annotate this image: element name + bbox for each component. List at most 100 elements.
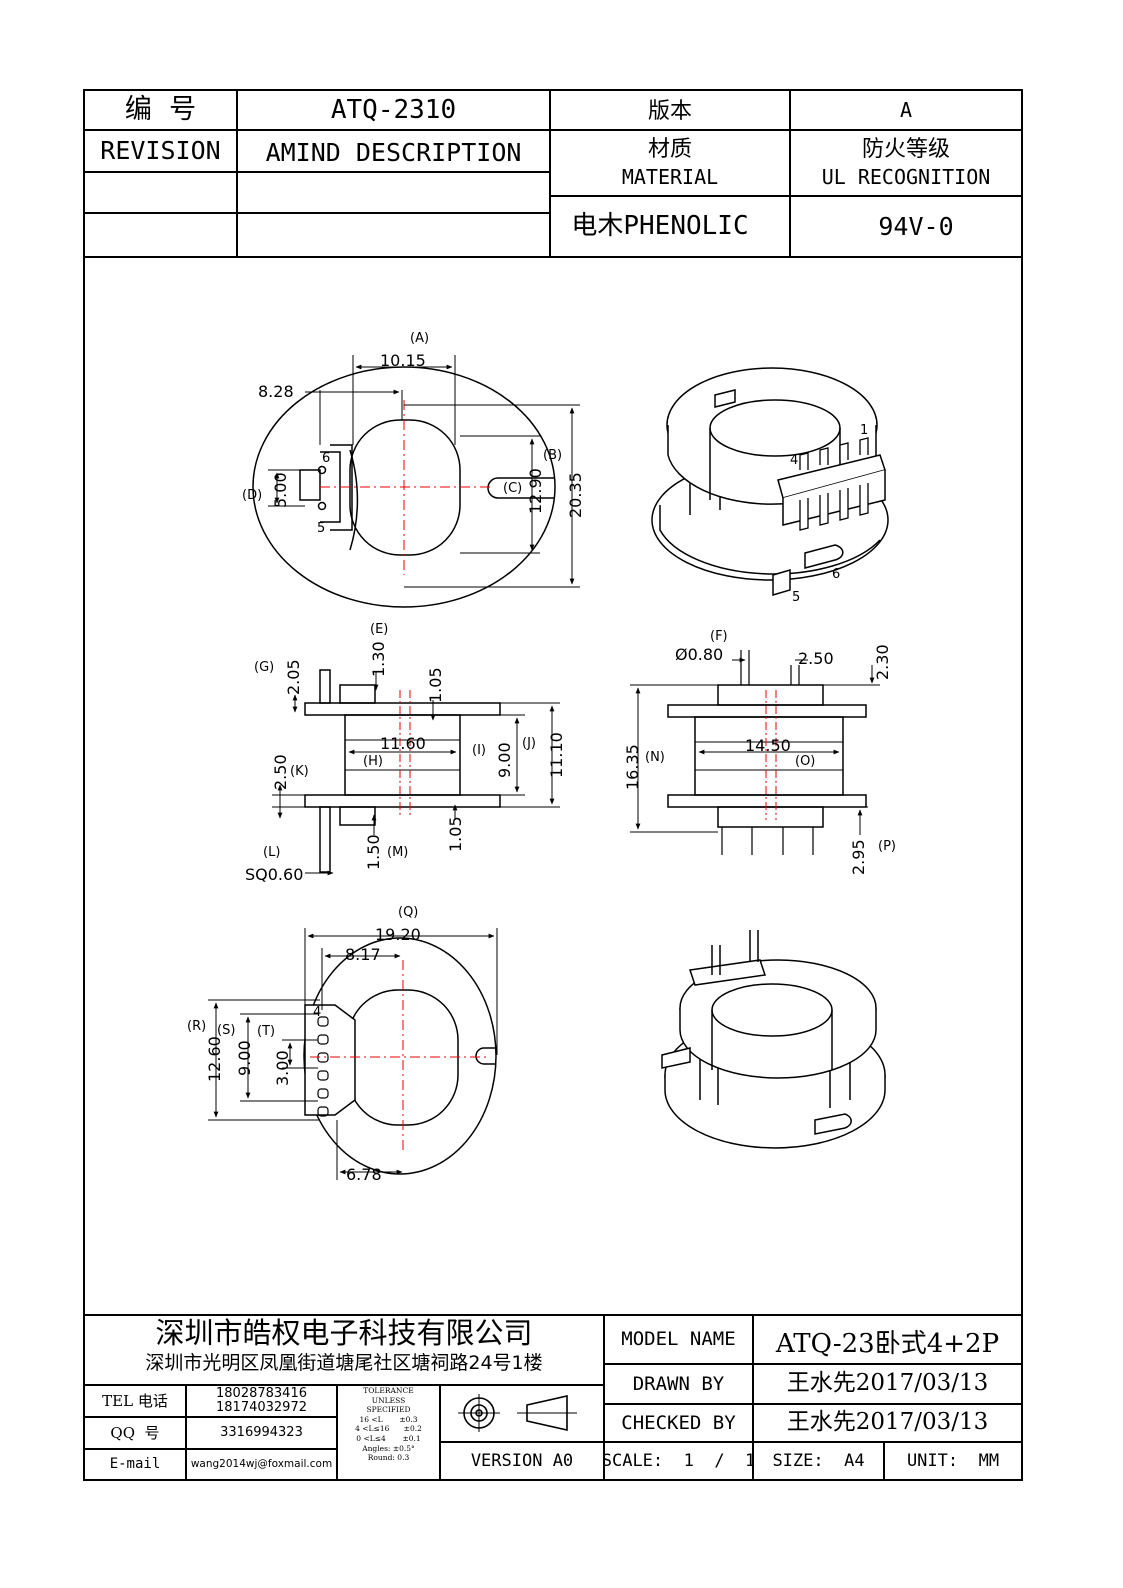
- dim-11-10: 11.10: [547, 732, 566, 778]
- tel-2: 18174032972: [216, 1400, 307, 1415]
- unit-label: UNIT: MM: [906, 1450, 1000, 1471]
- dim-1-50: 1.50: [364, 834, 383, 870]
- dim-5-00: 5.00: [271, 472, 290, 508]
- top-view: [252, 355, 580, 608]
- dim-19-20: 19.20: [375, 925, 421, 944]
- label-i: (I): [472, 743, 486, 758]
- pin-5-top: 5: [317, 521, 325, 536]
- label-a: (A): [410, 331, 429, 346]
- qq-value: 3316994323: [220, 1424, 303, 1440]
- label-d: (D): [242, 488, 262, 503]
- label-h: (H): [363, 754, 383, 769]
- dim-11-60: 11.60: [380, 734, 426, 753]
- dim-16-35: 16.35: [623, 744, 642, 790]
- model-label: MODEL NAME: [621, 1328, 736, 1351]
- tol-line-1: TOLERANCE: [363, 1386, 414, 1395]
- material-value: 电木PHENOLIC: [571, 211, 749, 242]
- label-f: (F): [710, 629, 728, 644]
- dim-2-50-f: 2.50: [798, 649, 834, 668]
- label-l: (L): [263, 845, 280, 860]
- tol-line-6: 0 <L≤4 ±0.1: [356, 1433, 421, 1443]
- tolerance-block: TOLERANCE UNLESS SPECIFIED 16 <L ±0.3 4 …: [337, 1386, 440, 1480]
- label-s: (S): [217, 1023, 235, 1038]
- isometric-view-base: [661, 930, 886, 1149]
- company-name: 深圳市皓权电子科技有限公司: [155, 1316, 533, 1351]
- label-r: (R): [187, 1019, 206, 1034]
- dim-12-90: 12.90: [526, 468, 545, 514]
- front-view: [630, 650, 880, 855]
- dim-8-28: 8.28: [258, 382, 294, 401]
- tol-line-4: 16 <L ±0.3: [359, 1414, 418, 1424]
- label-p: (P): [878, 839, 896, 854]
- label-c: (C): [503, 481, 522, 496]
- label-q: (Q): [398, 905, 418, 920]
- tol-line-3: SPECIFIED: [366, 1405, 411, 1415]
- scale-label: SCALE: 1 / 1: [601, 1450, 756, 1471]
- revision-label: REVISION: [100, 136, 221, 166]
- material-label-en: MATERIAL: [621, 165, 719, 190]
- isometric-view-pins: [651, 367, 889, 597]
- dim-2-30: 2.30: [873, 644, 892, 680]
- tol-line-2: UNLESS: [371, 1395, 406, 1405]
- bottom-view: [208, 928, 498, 1180]
- model-value: ATQ-23卧式4+2P: [775, 1328, 1000, 1359]
- drawn-value: 王水先2017/03/13: [786, 1370, 989, 1397]
- dim-3-00: 3.00: [273, 1050, 292, 1086]
- dim-2-05: 2.05: [284, 659, 303, 695]
- checked-value: 王水先2017/03/13: [786, 1409, 989, 1436]
- label-j: (J): [522, 736, 536, 751]
- amend-label: AMIND DESCRIPTION: [265, 138, 522, 168]
- label-k: (K): [290, 764, 309, 779]
- dim-12-60: 12.60: [205, 1036, 224, 1082]
- fire-label: 防火等级 UL RECOGNITION: [790, 130, 1022, 196]
- fire-value: 94V-0: [878, 211, 954, 241]
- fire-label-cn: 防火等级: [861, 136, 950, 162]
- code-value: ATQ-2310: [330, 94, 457, 125]
- dim-9-00-s: 9.00: [235, 1040, 254, 1076]
- material-label-cn: 材质: [647, 136, 692, 162]
- version-label: 版本: [647, 98, 692, 124]
- iso-pin-4: 4: [790, 453, 798, 468]
- label-o: (O): [795, 754, 815, 769]
- dim-phi-0-80: Ø0.80: [675, 645, 723, 664]
- dim-20-35: 20.35: [566, 472, 585, 518]
- dim-2-95: 2.95: [849, 839, 868, 875]
- tel-values: 18028783416 18174032972: [186, 1385, 337, 1417]
- tel-1: 18028783416: [216, 1385, 307, 1401]
- label-n: (N): [645, 750, 665, 765]
- dim-1-05-bot: 1.05: [446, 816, 465, 852]
- iso-pin-5: 5: [792, 590, 800, 605]
- dim-sq: SQ0.60: [245, 865, 303, 884]
- code-label: 编 号: [124, 94, 197, 126]
- checked-label: CHECKED BY: [621, 1411, 736, 1434]
- fire-label-en: UL RECOGNITION: [821, 165, 991, 190]
- material-label: 材质 MATERIAL: [550, 130, 790, 196]
- dim-10-15: 10.15: [380, 351, 426, 370]
- label-e: (E): [370, 622, 388, 637]
- tol-line-5: 4 <L≤16 ±0.2: [355, 1424, 422, 1434]
- tol-line-7: Angles: ±0.5°: [362, 1443, 415, 1453]
- iso-pin-1: 1: [860, 423, 868, 438]
- dim-2-50-k: 2.50: [271, 754, 290, 790]
- version-value: A: [899, 98, 913, 122]
- label-b: (B): [543, 448, 562, 463]
- drawn-label: DRAWN BY: [632, 1372, 725, 1395]
- pin-6-top: 6: [322, 451, 330, 466]
- tol-line-8: Round: 0.3: [367, 1453, 410, 1463]
- pin-4-bottom: 4: [313, 1005, 321, 1020]
- label-t: (T): [257, 1024, 275, 1039]
- dim-8-17: 8.17: [345, 945, 381, 964]
- label-g: (G): [254, 660, 274, 675]
- projection-symbol-icon: [458, 1394, 577, 1432]
- email-value: wang2014wj@foxmail.com: [190, 1457, 333, 1470]
- iso-pin-6: 6: [832, 567, 840, 582]
- company-address: 深圳市光明区凤凰街道塘尾社区塘祠路24号1楼: [145, 1351, 543, 1374]
- dim-14-50: 14.50: [745, 736, 791, 755]
- dim-1-05-top: 1.05: [426, 667, 445, 703]
- label-m: (M): [387, 845, 408, 860]
- version-a0: VERSION A0: [470, 1450, 574, 1471]
- side-view: [272, 669, 560, 876]
- email-label: E-mail: [109, 1455, 161, 1472]
- dim-9-00: 9.00: [495, 742, 514, 778]
